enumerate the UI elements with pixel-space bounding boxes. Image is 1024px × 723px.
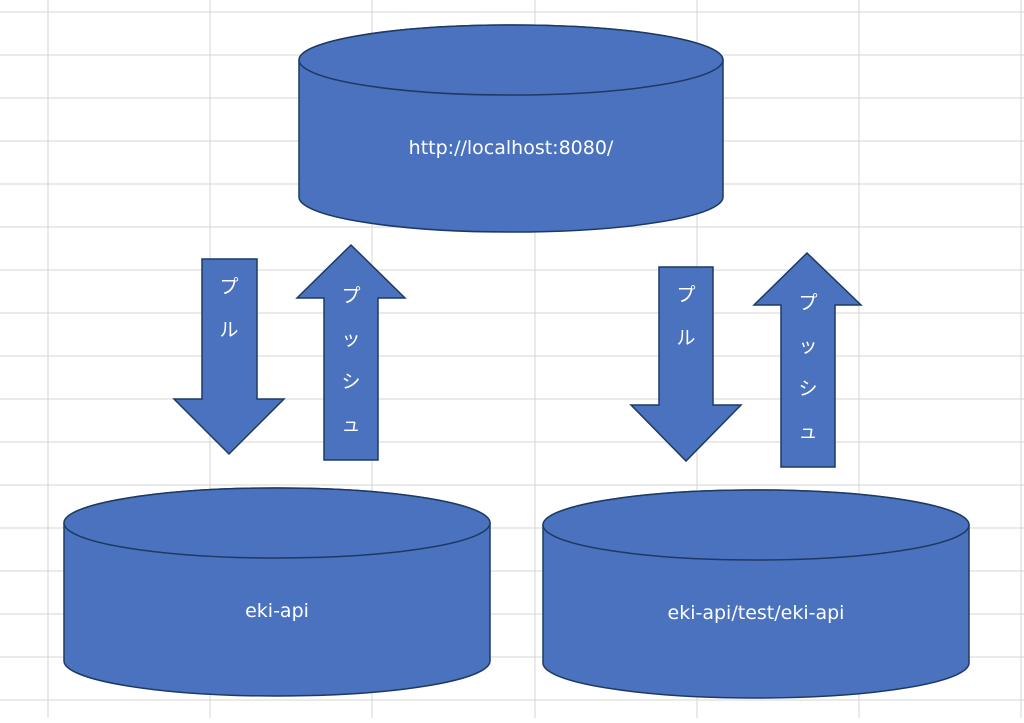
right-pull-arrow-shape — [629, 266, 743, 463]
server-cylinder-label: http://localhost:8080/ — [409, 137, 614, 159]
test-repo-cylinder-label: eki-api/test/eki-api — [668, 602, 845, 624]
left-pull-arrow-shape — [172, 258, 286, 456]
left-pull-arrow: プル — [172, 258, 286, 456]
right-pull-arrow-label: プル — [676, 284, 695, 349]
server-cylinder: http://localhost:8080/ — [298, 24, 724, 233]
right-push-arrow-label: プッシュ — [798, 292, 817, 443]
local-repo-cylinder-top — [63, 487, 491, 559]
test-repo-cylinder: eki-api/test/eki-api — [542, 489, 970, 699]
left-push-arrow: プッシュ — [295, 243, 407, 461]
right-pull-arrow: プル — [629, 266, 743, 463]
local-repo-cylinder-label: eki-api — [245, 600, 309, 622]
local-repo-cylinder: eki-api — [63, 487, 491, 697]
left-push-arrow-shape — [295, 243, 407, 461]
test-repo-cylinder-top — [542, 489, 970, 561]
right-push-arrow-shape — [752, 251, 863, 468]
left-push-arrow-label: プッシュ — [341, 285, 360, 436]
left-pull-arrow-label: プル — [219, 276, 238, 341]
right-push-arrow: プッシュ — [752, 251, 863, 468]
server-cylinder-top — [298, 24, 724, 96]
